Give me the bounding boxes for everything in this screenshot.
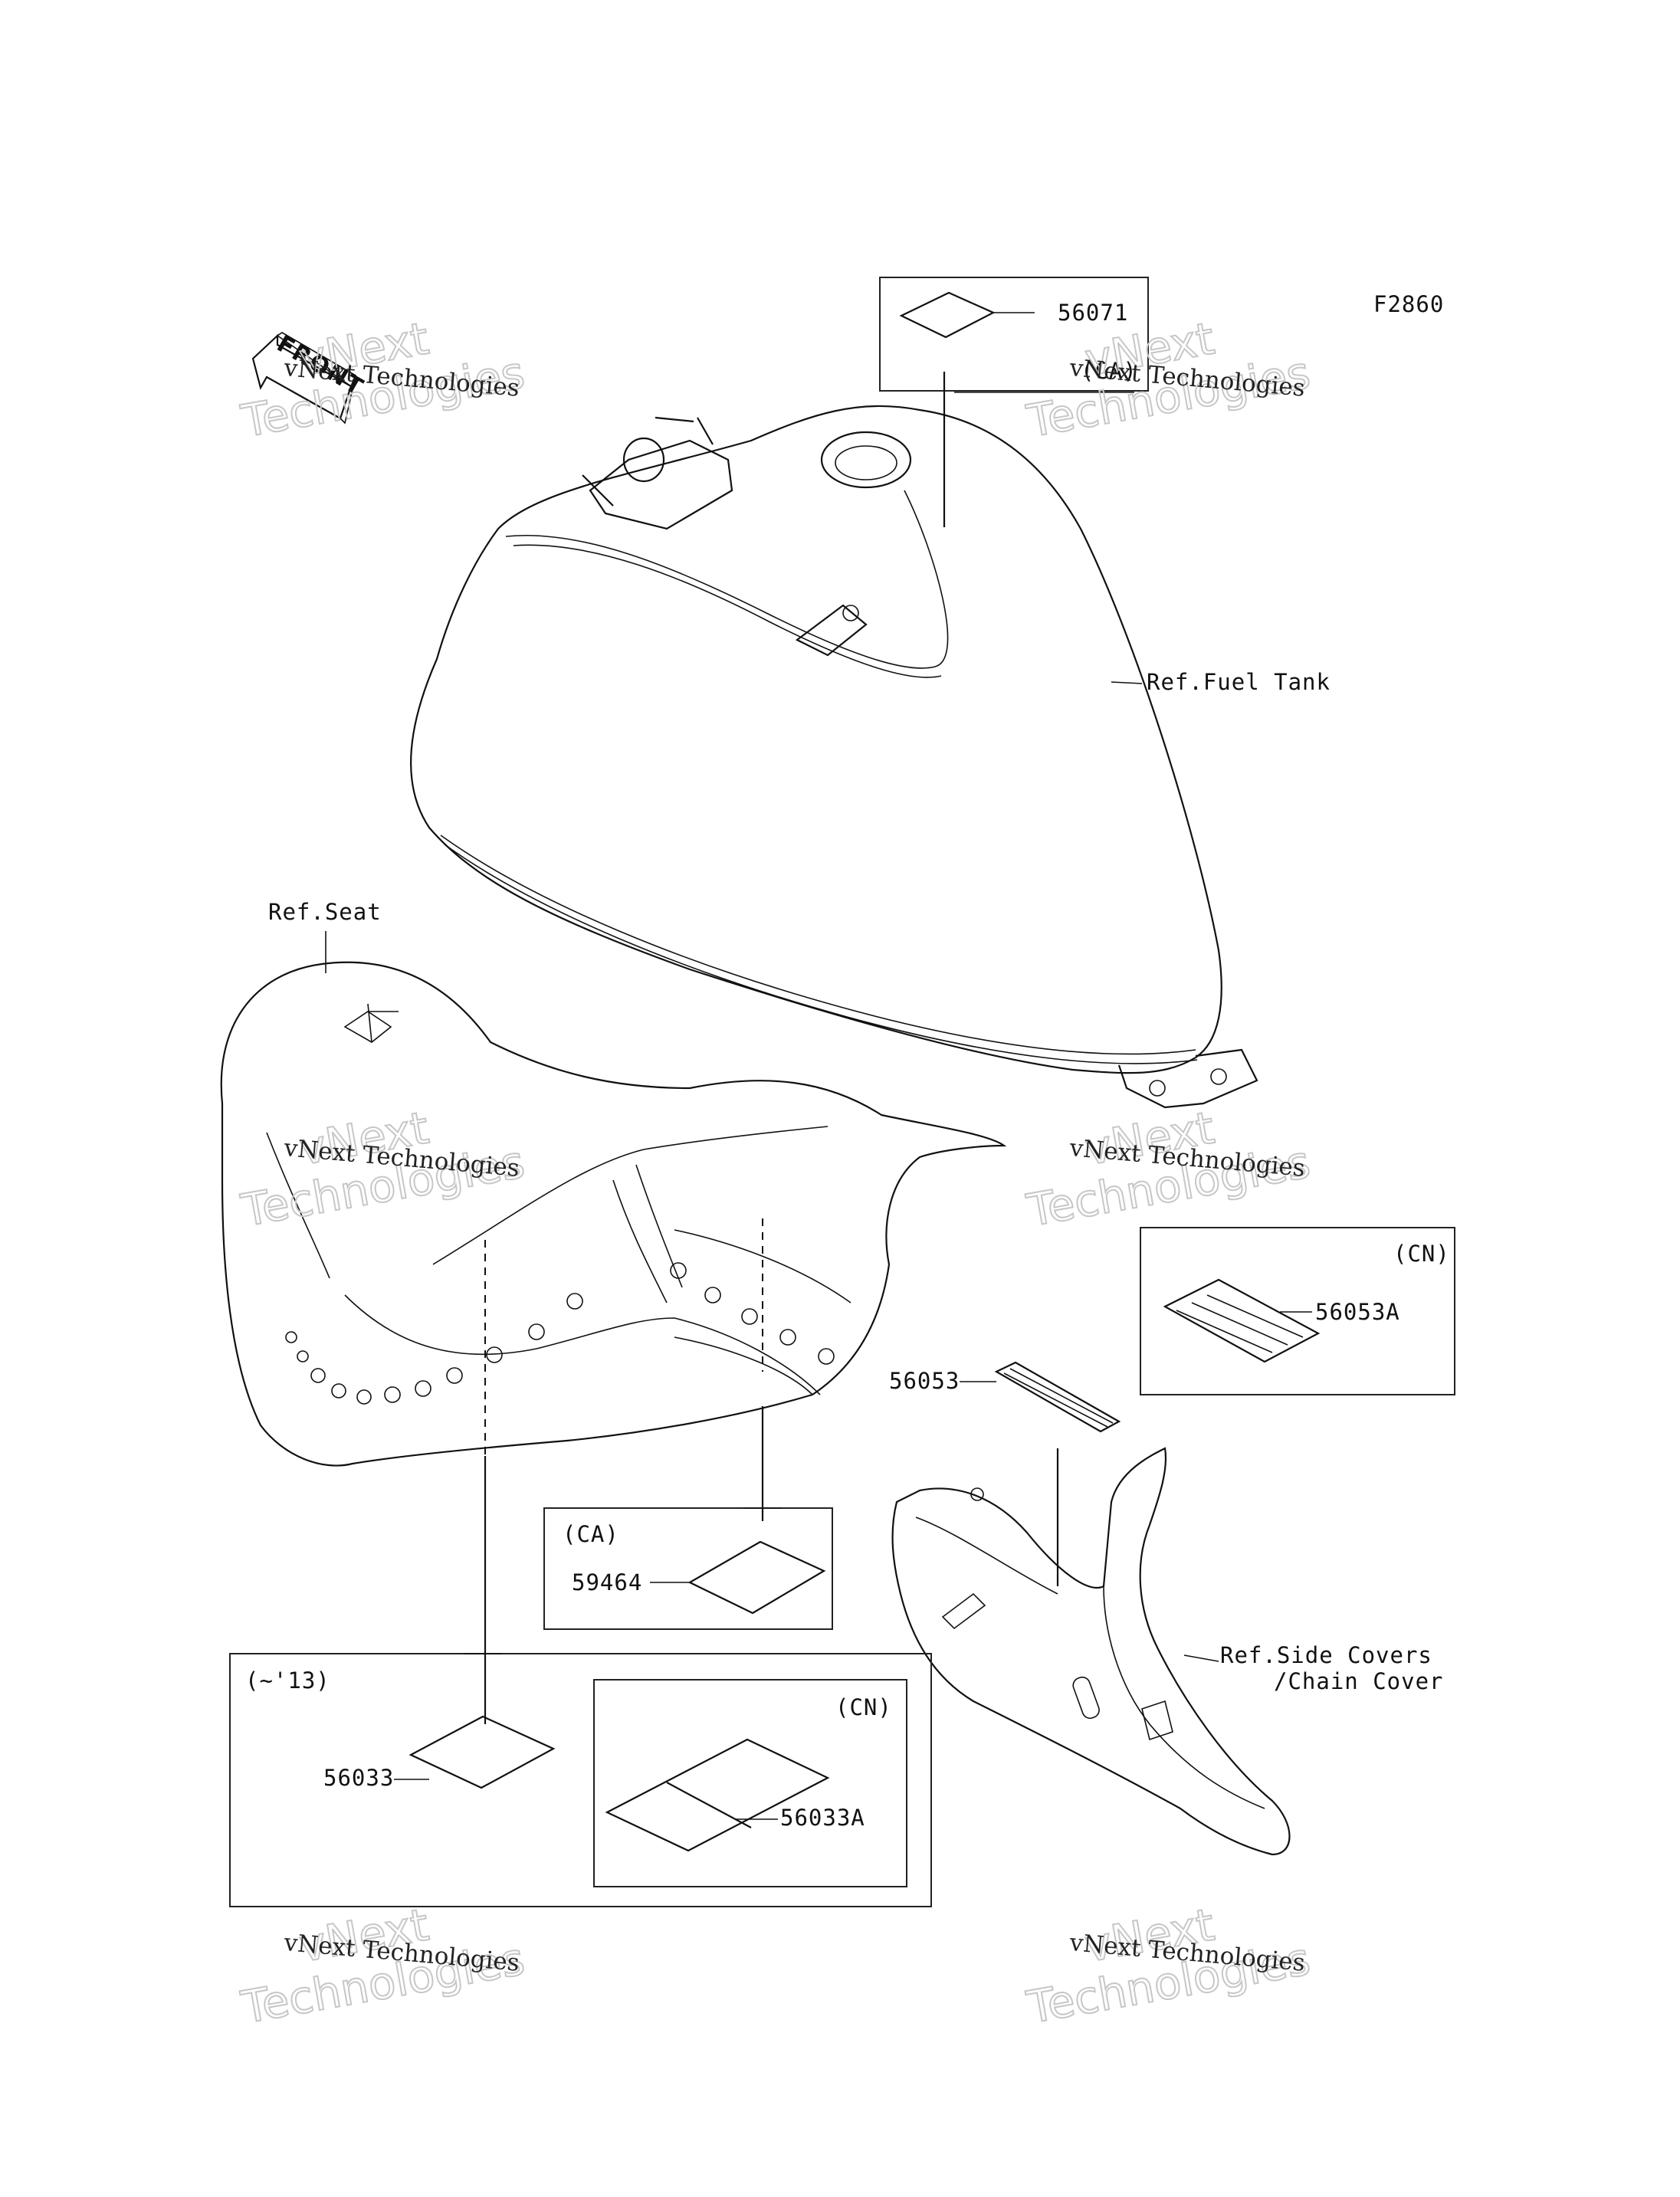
region-ca-mid: (CA) xyxy=(563,1521,619,1547)
region-cn-right: (CN) xyxy=(1393,1241,1450,1267)
region-year: (~'13) xyxy=(245,1667,330,1694)
part-56033: 56033 xyxy=(323,1765,394,1791)
part-56071: 56071 xyxy=(1058,300,1128,326)
seat xyxy=(220,961,1007,1467)
ca-box-56071 xyxy=(879,277,1149,392)
decal-56053 xyxy=(994,1361,1121,1433)
ref-chain-cover: /Chain Cover xyxy=(1274,1668,1444,1694)
decal-56071 xyxy=(899,291,996,339)
watermark-bottom-left: vNext Technologies vNext Technologies xyxy=(237,1897,530,2035)
part-59464: 59464 xyxy=(572,1569,642,1595)
ref-seat: Ref.Seat xyxy=(268,899,382,925)
decal-59464 xyxy=(687,1540,826,1615)
watermark-top-left: vNext Technologies vNext Technologies xyxy=(237,311,530,448)
decal-56033 xyxy=(409,1715,556,1789)
cn-box-56053A xyxy=(1140,1227,1455,1395)
region-cn-bottom: (CN) xyxy=(835,1694,892,1720)
ref-side-covers: Ref.Side Covers xyxy=(1220,1642,1432,1668)
figure-code: F2860 xyxy=(1373,291,1444,317)
decal-56053A xyxy=(1163,1278,1321,1363)
part-56053: 56053 xyxy=(889,1368,960,1394)
part-56033A: 56033A xyxy=(780,1805,865,1831)
watermark-top-right: vNext Technologies vNext Technologies xyxy=(1022,311,1315,448)
decal-56033A xyxy=(605,1738,830,1852)
cn-box-56033A xyxy=(593,1679,907,1887)
watermark-bottom-right: vNext Technologies vNext Technologies xyxy=(1022,1897,1315,2035)
fuel-tank xyxy=(410,405,1258,1109)
region-ca-top: (CA) xyxy=(1081,358,1137,384)
ref-fuel-tank: Ref.Fuel Tank xyxy=(1147,669,1331,695)
ca-box-59464 xyxy=(543,1507,833,1630)
year-box xyxy=(229,1653,932,1907)
side-cover xyxy=(891,1447,1291,1856)
part-56053A: 56053A xyxy=(1315,1299,1400,1325)
watermark-mid-right: vNext Technologies vNext Technologies xyxy=(1022,1100,1315,1238)
